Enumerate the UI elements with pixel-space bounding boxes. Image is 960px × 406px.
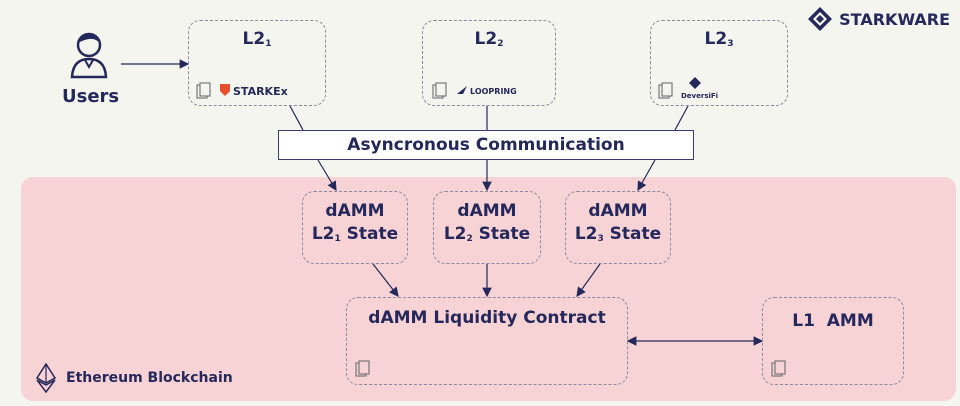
damm-state-line1: dAMM	[588, 201, 648, 221]
starkware-brand: STARKWARE	[807, 6, 950, 32]
document-icon	[432, 82, 447, 99]
loopring-logo-text: LOOPRING	[470, 87, 517, 96]
damm-liquidity-contract-label: dAMM Liquidity Contract	[368, 308, 606, 328]
starkware-diamond-icon	[808, 7, 833, 31]
state3-to-contract-arrow	[576, 263, 601, 297]
damm-liquidity-contract-box: dAMM Liquidity Contract	[346, 297, 628, 385]
l2-box-1: L21 STARKEx	[188, 20, 326, 106]
damm-state-line1: dAMM	[325, 201, 385, 221]
async-communication-label: Asyncronous Communication	[347, 135, 625, 155]
document-icon	[196, 82, 211, 99]
damm-state-box-1: dAMM L21 State	[302, 191, 408, 264]
deversifi-logo-text: DeversiFi	[681, 92, 719, 100]
l2-title-3: L23	[704, 29, 734, 49]
l2-1-to-comm-line	[289, 105, 304, 131]
state1-to-contract-arrow	[372, 263, 399, 297]
async-communication-bar: Asyncronous Communication	[278, 130, 694, 160]
user-avatar-icon	[69, 29, 109, 83]
l2-title-1: L21	[242, 29, 272, 49]
ethereum-icon	[35, 363, 57, 393]
l2-box-3: L23 DeversiFi	[650, 20, 788, 106]
loopring-mark-icon	[457, 86, 467, 94]
starkex-shield-icon	[220, 84, 230, 96]
damm-state-line1: dAMM	[457, 201, 517, 221]
document-icon	[355, 360, 370, 377]
comm-to-state3-arrow	[637, 159, 656, 192]
damm-state-box-2: dAMM L22 State	[433, 191, 541, 264]
damm-state-line2: L21 State	[311, 224, 399, 244]
damm-state-box-3: dAMM L23 State	[565, 191, 671, 264]
ethereum-blockchain-label: Ethereum Blockchain	[66, 370, 233, 386]
document-icon	[658, 82, 673, 99]
l1-amm-box: L1 AMM	[762, 297, 904, 385]
l2-3-to-comm-line	[674, 105, 689, 131]
starkex-logo-text: STARKEx	[233, 85, 288, 98]
deversifi-mark-icon	[689, 77, 701, 89]
l2-title-2: L22	[474, 29, 504, 49]
damm-state-line2: L23 State	[574, 224, 662, 244]
l1-amm-label: L1 AMM	[792, 311, 874, 331]
users-label: Users	[62, 86, 120, 107]
damm-state-line2: L22 State	[443, 224, 531, 244]
brand-name: STARKWARE	[839, 9, 950, 29]
l2-box-2: L22 LOOPRING	[422, 20, 556, 106]
comm-to-state1-arrow	[317, 159, 337, 192]
document-icon	[771, 360, 786, 377]
